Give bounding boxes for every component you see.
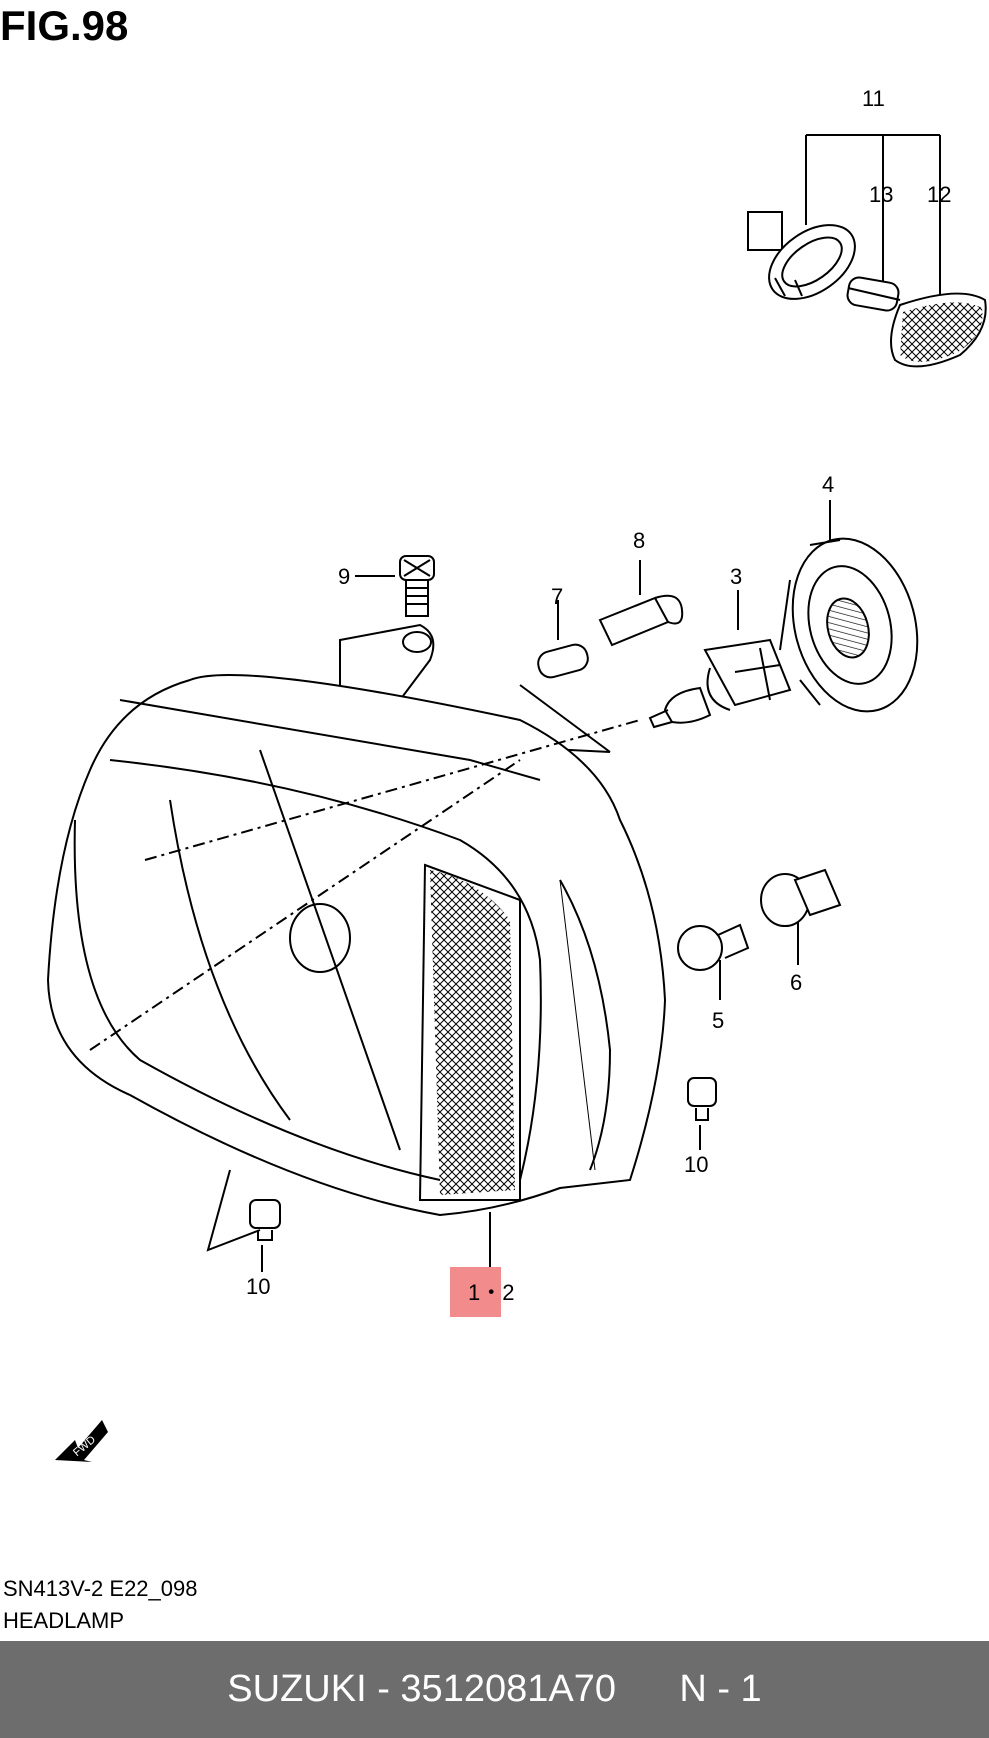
headlamp-exploded-diagram: FIG.98 11 12 13 4 3: [0, 2, 987, 1462]
forward-arrow-icon: FWD: [55, 1420, 108, 1462]
diagram-code: SN413V-2 E22_098: [3, 1576, 198, 1601]
headlamp-housing: [46, 623, 667, 1280]
callout-12: 12: [927, 182, 951, 207]
retaining-clips: [249, 1077, 717, 1272]
callout-5: 5: [712, 1008, 724, 1033]
spacer: [616, 1668, 679, 1711]
turn-signal-bulb-and-socket: [677, 868, 842, 1000]
callout-6: 6: [790, 970, 802, 995]
callout-4: 4: [822, 472, 834, 497]
headlamp-bulb: [648, 590, 792, 729]
callout-highlight: [450, 1267, 501, 1317]
callout-8: 8: [633, 528, 645, 553]
callout-13: 13: [869, 182, 893, 207]
callout-10-right: 10: [684, 1152, 708, 1177]
separator: -: [366, 1668, 401, 1710]
part-number: 3512081A70: [400, 1668, 616, 1710]
part-footer: SUZUKI - 3512081A70 N - 1: [0, 1641, 989, 1738]
position-bulb-and-socket: [469, 560, 684, 753]
diagram-name: HEADLAMP: [3, 1608, 125, 1633]
quantity: N - 1: [679, 1668, 762, 1710]
side-marker-assembly: [747, 134, 987, 368]
headlamp-socket-cover: [779, 500, 919, 713]
brand-name: SUZUKI: [227, 1668, 367, 1710]
callout-7: 7: [551, 584, 563, 609]
figure-title: FIG.98: [0, 2, 128, 49]
callout-1-2: 1・2: [468, 1280, 514, 1305]
callout-11: 11: [862, 86, 885, 111]
callout-10-left: 10: [246, 1274, 270, 1299]
mounting-screw: [355, 555, 435, 617]
callout-3: 3: [730, 564, 742, 589]
callout-9: 9: [338, 564, 350, 589]
